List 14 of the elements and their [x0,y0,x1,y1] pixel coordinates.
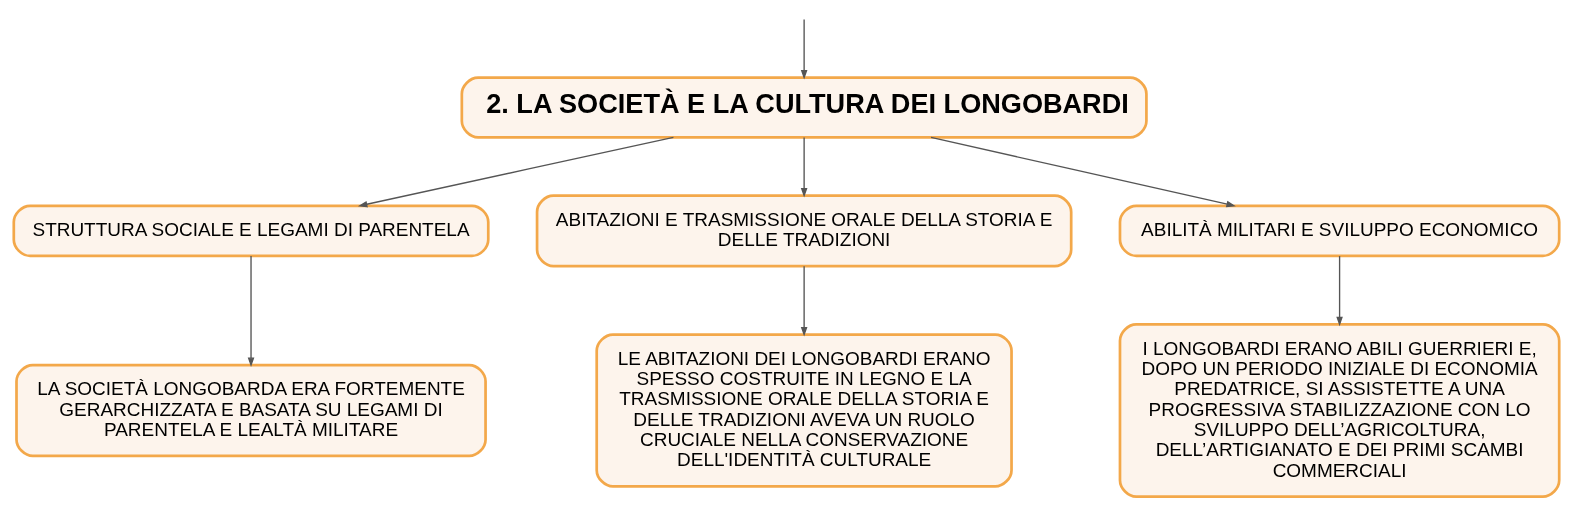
node-box: ABITAZIONI E TRASMISSIONE ORALE DELLA STORIA E DELLE TRADIZIONI [535,193,1073,267]
node-box: I LONGOBARDI ERANO ABILI GUERRIERI E, DOPO UN PERIODO INIZIALE DI ECONOMIA PREDATRICE, SI ASSISTETTE A UNA PROGRESSIVA STABILIZZAZIONE CON LO SVILUPPO DELL’AGRICOLTURA, DELL’ARTIGIANATO E DEI PRIMI SCAMBI COMMERCIALI [1118,322,1561,498]
arrow [247,254,255,367]
arrow [930,136,1236,207]
node-box: LE ABITAZIONI DEI LONGOBARDI ERANO SPESSO COSTRUITE IN LEGNO E LA TRASMISSIONE ORALE DELLA STORIA E DELLE TRADIZIONI AVEVA UN RUOLO CRUCIALE NELLA CONSERVAZIONE DELL'IDENTITÀ CULTURALE [595,332,1013,488]
arrow [357,136,675,207]
node-box: ABILITÀ MILITARI E SVILUPPO ECONOMICO [1118,203,1561,257]
node-box: LA SOCIETÀ LONGOBARDA ERA FORTEMENTE GERARCHIZZATA E BASATA SU LEGAMI DI PARENTELA E LEALTÀ MILITARE [15,363,487,457]
node-box: 2. LA SOCIETÀ E LA CULTURA DEI LONGOBARDI [460,75,1148,139]
arrow [800,18,808,80]
arrow [800,265,808,337]
arrow [1336,254,1343,326]
arrow [800,136,808,198]
node-box: STRUTTURA SOCIALE E LEGAMI DI PARENTELA [12,203,490,257]
